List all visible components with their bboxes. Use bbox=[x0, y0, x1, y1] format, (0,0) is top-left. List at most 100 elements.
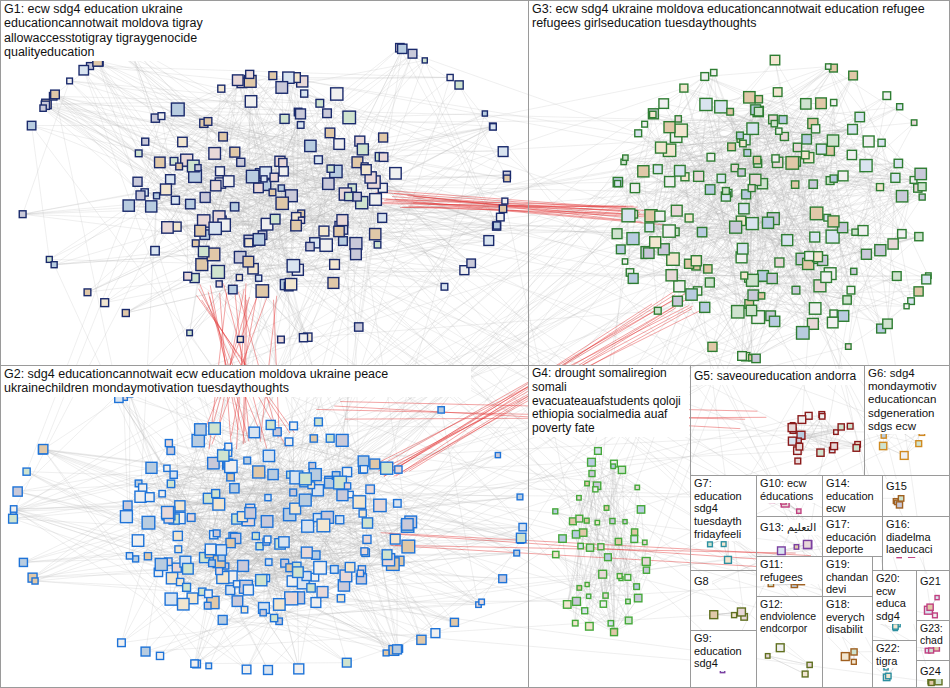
grey-edge bbox=[121, 572, 158, 642]
grey-edge bbox=[129, 125, 301, 206]
grey-edge bbox=[589, 542, 618, 627]
grey-edge bbox=[168, 285, 286, 513]
grey-edge bbox=[603, 532, 634, 604]
grey-edge bbox=[55, 94, 151, 206]
grey-edge bbox=[126, 265, 202, 313]
grey-edge bbox=[130, 394, 180, 506]
grey-edge bbox=[746, 194, 883, 446]
grey-edge bbox=[87, 119, 284, 292]
grey-edge bbox=[160, 81, 250, 162]
grey-edge bbox=[633, 67, 828, 239]
grey-edge bbox=[833, 276, 929, 323]
grey-edge bbox=[298, 112, 356, 254]
grey-edge bbox=[684, 88, 792, 163]
grey-edge bbox=[884, 436, 919, 444]
grey-edge bbox=[54, 166, 193, 265]
grey-edge bbox=[158, 215, 628, 384]
grey-edge bbox=[161, 74, 249, 116]
grey-edge bbox=[705, 155, 806, 307]
grey-edge bbox=[117, 51, 252, 177]
grey-edge bbox=[820, 416, 822, 452]
grey-edge bbox=[742, 172, 881, 250]
grey-edge bbox=[773, 119, 921, 174]
grey-edge bbox=[587, 585, 636, 587]
grey-edge bbox=[397, 503, 398, 649]
grey-edge bbox=[288, 78, 669, 151]
grey-edge bbox=[231, 466, 344, 585]
grey-edge bbox=[678, 119, 866, 254]
grey-edge bbox=[393, 324, 813, 564]
grey-edge bbox=[273, 76, 896, 178]
grey-edge bbox=[250, 74, 353, 188]
grey-edge bbox=[843, 143, 882, 176]
grey-edge bbox=[145, 142, 858, 584]
grey-edge bbox=[13, 429, 214, 512]
grey-edge bbox=[98, 61, 308, 526]
grey-edge bbox=[833, 221, 901, 498]
grey-edge bbox=[254, 432, 279, 604]
grey-edge bbox=[200, 231, 444, 287]
grey-edge bbox=[55, 94, 293, 265]
grey-edge bbox=[705, 77, 813, 124]
grey-edge bbox=[792, 428, 857, 445]
grey-edge bbox=[123, 396, 151, 467]
grey-edge bbox=[621, 509, 641, 578]
grey-edge bbox=[35, 513, 250, 581]
grey-edge bbox=[261, 513, 362, 580]
grey-edge bbox=[615, 598, 639, 631]
grey-edge bbox=[261, 97, 749, 580]
grey-edge bbox=[128, 505, 187, 587]
grey-edge bbox=[880, 187, 881, 250]
grey-edge bbox=[678, 119, 893, 427]
grey-edge bbox=[730, 112, 753, 295]
grey-edge bbox=[702, 232, 813, 324]
grey-edge bbox=[283, 163, 343, 220]
grey-edge bbox=[356, 126, 493, 243]
grey-edge bbox=[217, 479, 306, 534]
grey-edge bbox=[805, 76, 853, 155]
grey-edge bbox=[752, 179, 834, 358]
grey-edge bbox=[590, 548, 628, 602]
grey-edge bbox=[302, 81, 383, 137]
grey-edge bbox=[14, 509, 138, 541]
grey-edge bbox=[768, 223, 815, 309]
grey-edge bbox=[294, 426, 629, 621]
grey-edge bbox=[608, 124, 774, 558]
grey-edge bbox=[603, 574, 629, 620]
grey-edge bbox=[266, 173, 838, 549]
grey-edge bbox=[269, 410, 441, 456]
grey-edge bbox=[653, 114, 921, 173]
grey-edge bbox=[228, 452, 279, 604]
grey-edge bbox=[188, 74, 250, 276]
grey-edge bbox=[628, 215, 744, 275]
grey-edge bbox=[128, 505, 249, 589]
grey-edge bbox=[806, 104, 851, 290]
grey-edge bbox=[902, 180, 914, 234]
grey-edge bbox=[696, 228, 843, 266]
grey-edge bbox=[592, 474, 620, 576]
grey-edge bbox=[828, 67, 922, 187]
grey-edge bbox=[205, 543, 231, 558]
grey-edge bbox=[226, 503, 398, 566]
grey-edge bbox=[752, 188, 844, 316]
grey-edge bbox=[653, 114, 705, 307]
grey-edge bbox=[758, 68, 833, 111]
grey-edge bbox=[672, 275, 738, 311]
grey-edge bbox=[705, 77, 820, 286]
grey-edge bbox=[756, 187, 880, 358]
grey-edge bbox=[200, 169, 330, 231]
grey-edge bbox=[853, 107, 900, 130]
grey-edge bbox=[250, 81, 638, 598]
grey-edge bbox=[250, 455, 498, 513]
grey-edge bbox=[641, 509, 646, 561]
grey-edge bbox=[573, 451, 598, 521]
grey-edge bbox=[209, 598, 291, 666]
grey-edge bbox=[200, 430, 303, 583]
grey-edge bbox=[174, 475, 245, 610]
grey-edge bbox=[162, 494, 585, 611]
grey-edge bbox=[266, 422, 318, 542]
grey-edge bbox=[160, 162, 335, 264]
grey-edge bbox=[214, 125, 301, 254]
grey-edge bbox=[148, 124, 645, 556]
